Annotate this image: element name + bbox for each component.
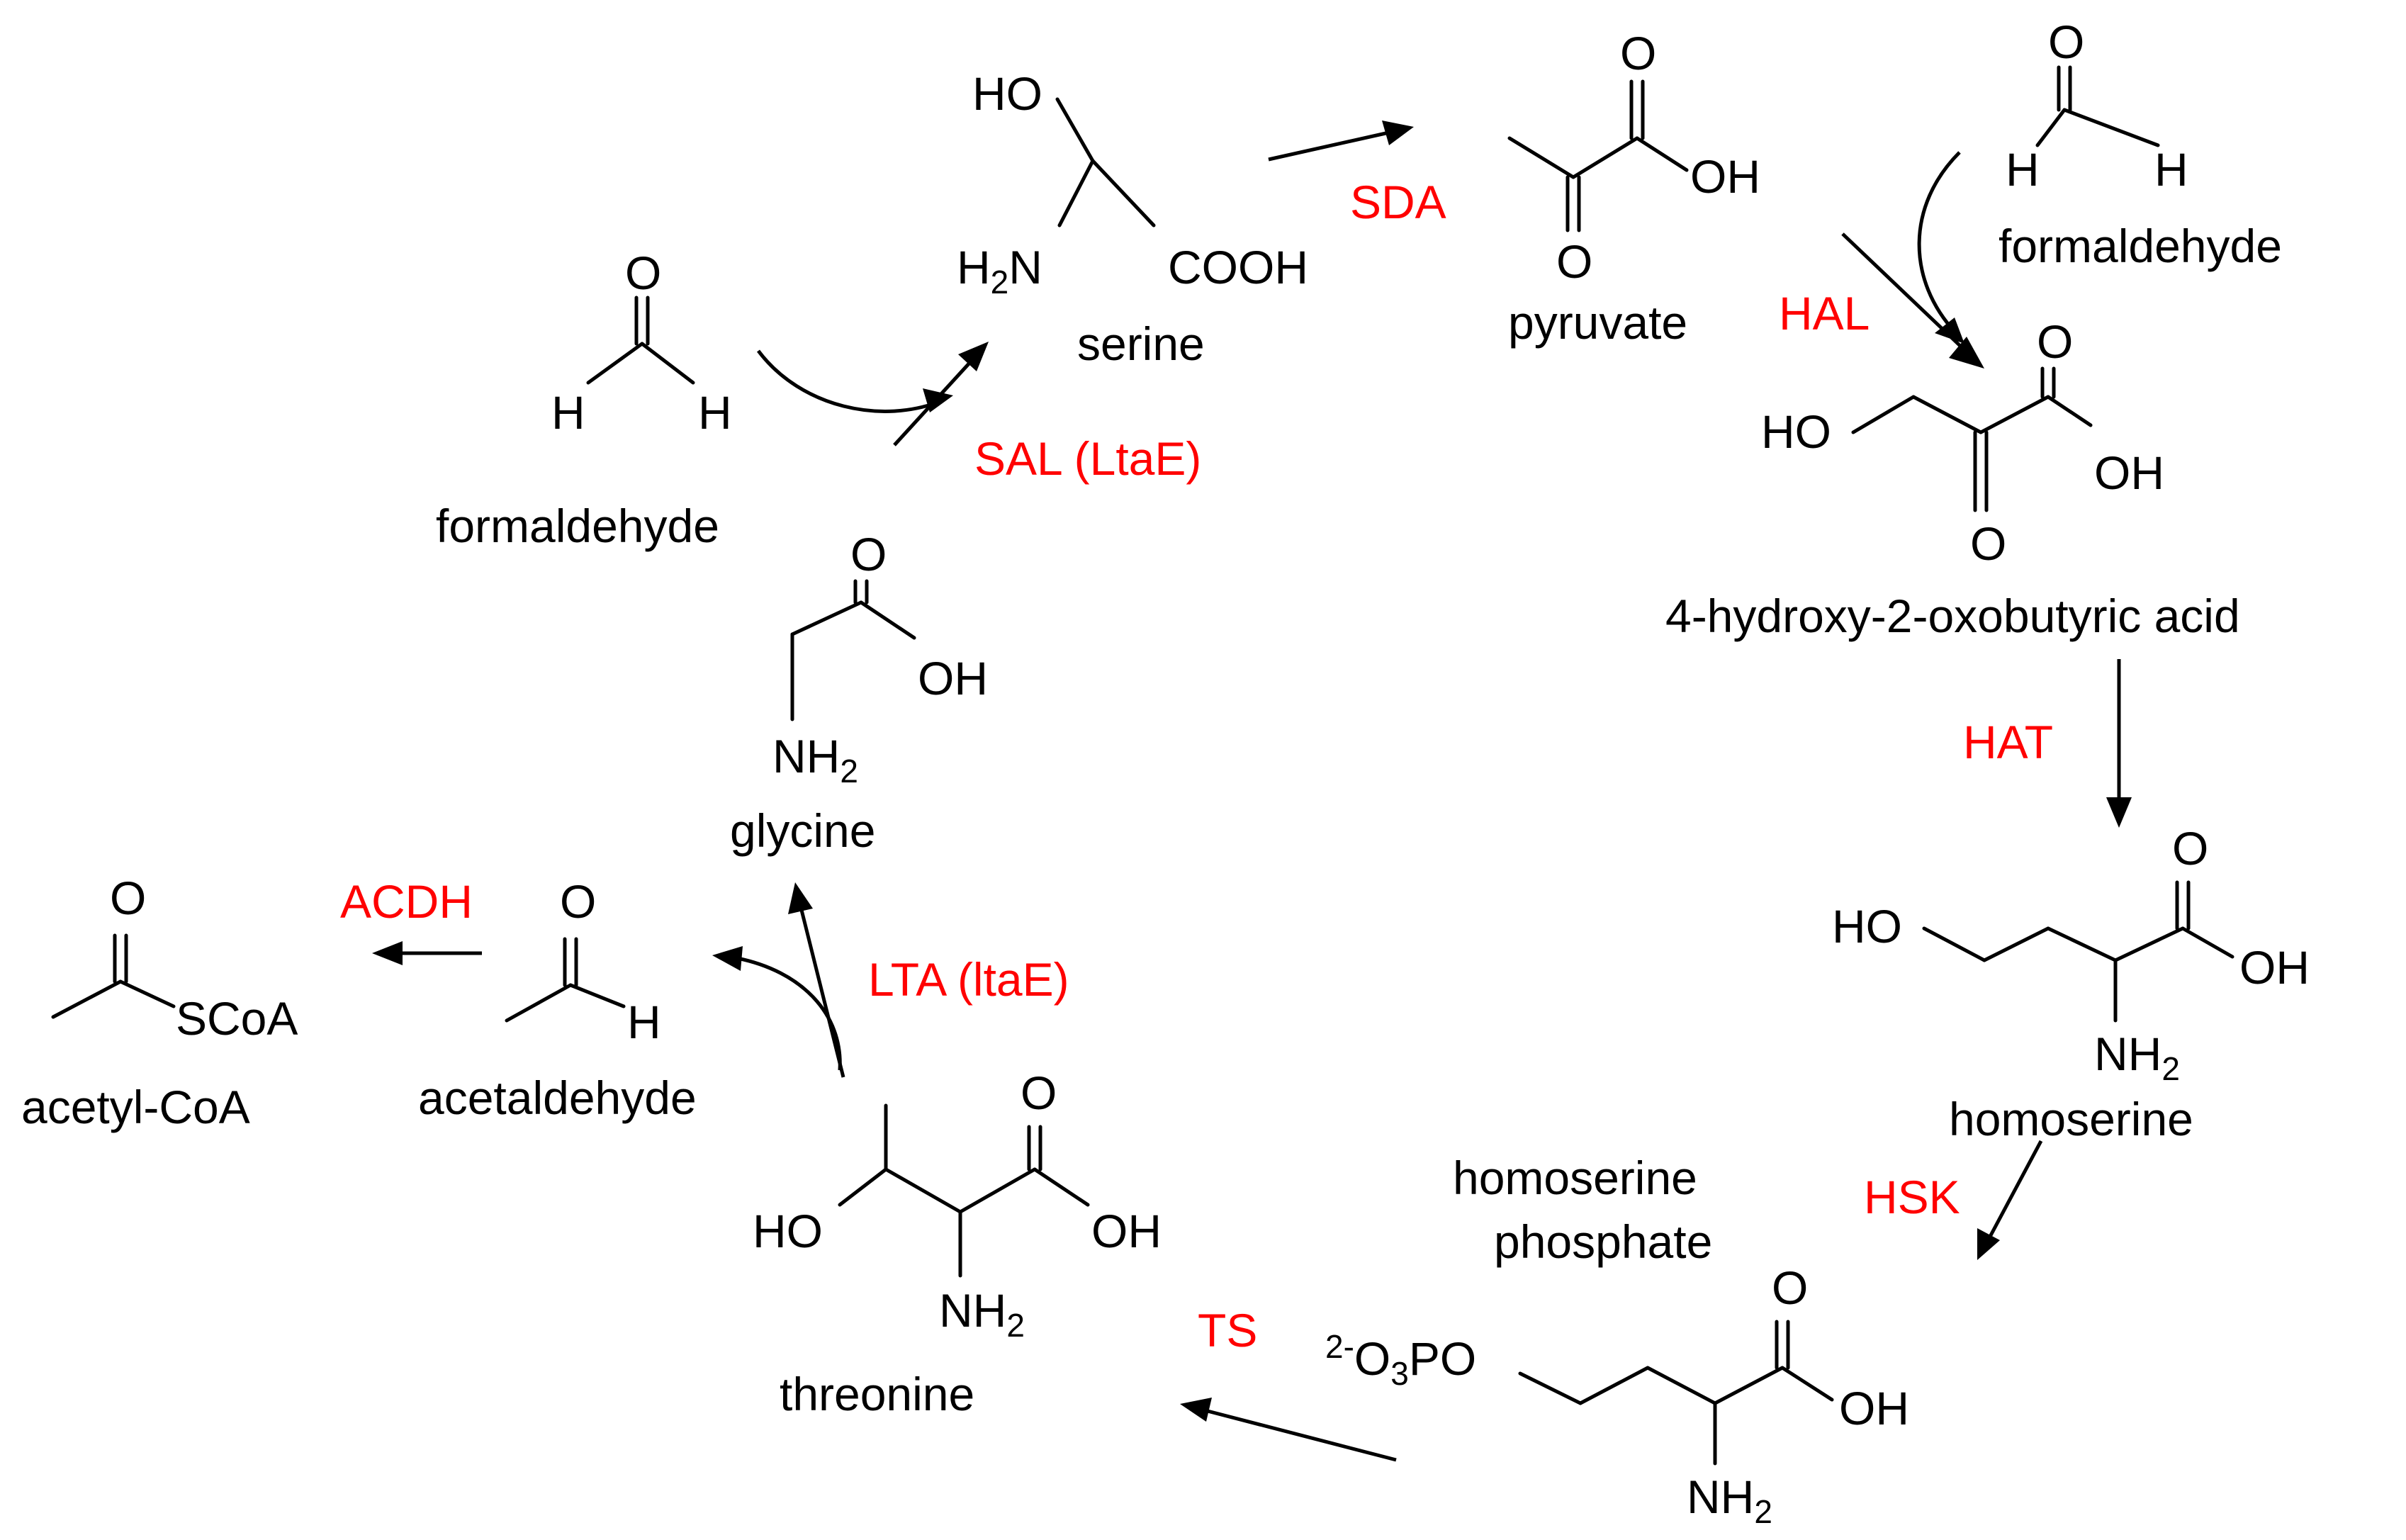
hob-oxygen-top: O (2037, 315, 2073, 368)
enzyme-lta: LTA (ltaE) (868, 953, 1069, 1006)
glycine-amino: NH2 (772, 730, 858, 789)
arrow-formaldehyde-left-in (757, 349, 953, 413)
hsp-oxygen: O (1772, 1261, 1808, 1314)
pyruvate-hydroxyl: OH (1690, 150, 1760, 203)
hob-hydroxyl-left: HO (1761, 405, 1831, 458)
serine-label: serine (1077, 317, 1205, 370)
arrow-threonine-to-glycine (788, 882, 845, 1078)
arrow-acetaldehyde-to-acetylcoa (372, 941, 482, 965)
homoserine-label: homoserine (1949, 1093, 2193, 1145)
formaldehyde-left-structure: O H H formaldehyde (436, 247, 732, 552)
formaldehyde-right-h1: H (2006, 143, 2040, 196)
hob-oxygen-bottom: O (1970, 517, 2006, 570)
arrow-threonine-to-acetaldehyde (712, 946, 842, 1071)
threonine-hydroxyl-right: OH (1091, 1205, 1162, 1257)
formaldehyde-right-label: formaldehyde (1999, 220, 2282, 272)
threonine-structure: O HO OH NH2 threonine (753, 1067, 1162, 1420)
glycine-label: glycine (730, 804, 875, 857)
formaldehyde-left-h2: H (698, 386, 732, 439)
serine-carboxyl: COOH (1168, 241, 1308, 293)
hsp-amino: NH2 (1687, 1471, 1772, 1530)
homoserine-structure: O HO OH NH2 homoserine (1832, 822, 2310, 1145)
arrow-hob-to-homoserine (2106, 659, 2132, 828)
enzyme-sal: SAL (LtaE) (974, 432, 1201, 485)
formaldehyde-right-structure: O H H formaldehyde (1999, 16, 2282, 272)
enzyme-sda: SDA (1350, 176, 1446, 228)
glycine-hydroxyl: OH (918, 652, 988, 704)
hob-hydroxyl-right: OH (2094, 446, 2164, 499)
pyruvate-oxygen-top: O (1620, 27, 1656, 79)
enzyme-hat: HAT (1963, 716, 2053, 768)
hsp-label-line2: phosphate (1494, 1215, 1712, 1268)
homoserine-amino: NH2 (2094, 1028, 2180, 1087)
threonine-label: threonine (780, 1368, 974, 1420)
acetyl-coa-scoa: SCoA (176, 992, 298, 1045)
enzyme-hal: HAL (1779, 287, 1870, 339)
homoserine-hydroxyl-right: OH (2239, 941, 2310, 994)
pyruvate-oxygen-bottom: O (1556, 235, 1592, 288)
acetaldehyde-structure: O H acetaldehyde (418, 875, 697, 1124)
threonine-amino: NH2 (939, 1284, 1025, 1344)
acetyl-coa-label: acetyl-CoA (21, 1081, 250, 1133)
hob-label: 4-hydroxy-2-oxobutyric acid (1665, 590, 2240, 642)
enzyme-ts: TS (1198, 1304, 1257, 1356)
pyruvate-label: pyruvate (1508, 296, 1687, 349)
acetaldehyde-hydrogen: H (627, 996, 661, 1048)
glycine-oxygen: O (850, 528, 887, 580)
homoserine-hydroxyl-left: HO (1832, 900, 1902, 952)
arrow-homoserine-to-hsp (1977, 1140, 2043, 1260)
enzyme-hsk: HSK (1864, 1171, 1960, 1223)
pyruvate-structure: O O OH pyruvate (1507, 27, 1760, 349)
acetyl-coa-structure: O SCoA acetyl-CoA (21, 872, 298, 1133)
formaldehyde-right-oxygen: O (2048, 16, 2084, 68)
formaldehyde-left-h1: H (551, 386, 585, 439)
formaldehyde-left-oxygen: O (625, 247, 661, 299)
arrow-formaldehyde-right-in (1917, 151, 1964, 344)
threonine-oxygen: O (1021, 1067, 1057, 1119)
hsp-label-line1: homoserine (1453, 1152, 1697, 1204)
formaldehyde-left-label: formaldehyde (436, 500, 719, 552)
formaldehyde-right-h2: H (2154, 143, 2188, 196)
enzyme-acdh: ACDH (340, 875, 473, 928)
hydroxyoxobutyric-structure: O O HO OH 4-hydroxy-2-oxobutyric acid (1665, 315, 2240, 642)
serine-hydroxyl: HO (972, 67, 1042, 120)
homoserine-oxygen: O (2172, 822, 2208, 875)
arrow-serine-to-pyruvate (1268, 120, 1414, 162)
acetyl-coa-oxygen: O (110, 872, 146, 924)
acetaldehyde-label: acetaldehyde (418, 1072, 697, 1124)
serine-amino: H2N (957, 241, 1042, 300)
arrow-hsp-to-threonine (1180, 1398, 1397, 1462)
hsp-phosphate-group: 2-O3PO (1325, 1328, 1476, 1392)
glycine-structure: O OH NH2 glycine (730, 528, 988, 857)
hsp-hydroxyl: OH (1839, 1382, 1909, 1434)
serine-structure: HO H2N COOH serine (957, 67, 1308, 370)
homoserine-phosphate-structure: O OH NH2 2-O3PO homoserine phosphate (1325, 1152, 1909, 1530)
acetaldehyde-oxygen: O (560, 875, 596, 928)
threonine-hydroxyl-left: HO (753, 1205, 823, 1257)
